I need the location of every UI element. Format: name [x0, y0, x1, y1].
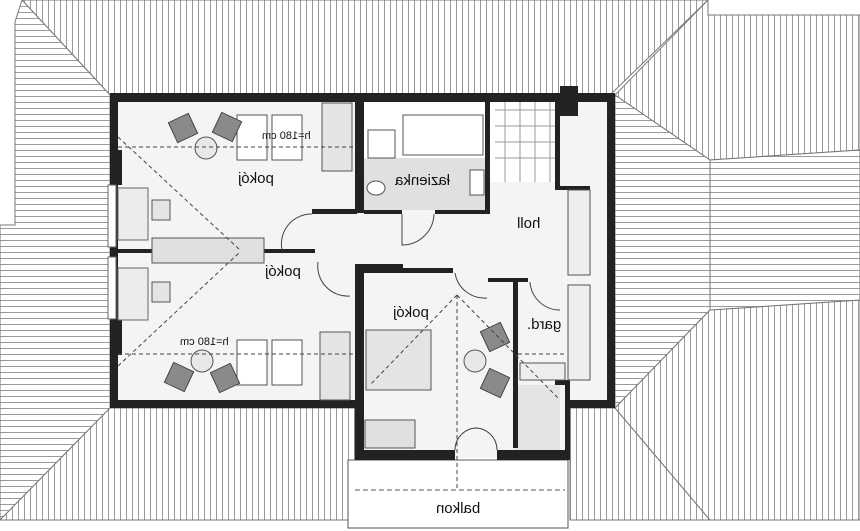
room-label-left-middle: pokój: [265, 263, 301, 280]
armchairs: [163, 111, 511, 399]
furniture: [151, 102, 591, 449]
roof-right-hip-right: [709, 149, 860, 311]
room-label-top-left: pokój: [238, 170, 274, 187]
windows: [107, 184, 149, 321]
roof-top-plane: [21, 0, 709, 96]
height-label-top: h=180 cm: [262, 130, 311, 142]
slope-lines: [117, 136, 565, 490]
room-label-wardrobe: gard.: [527, 316, 562, 333]
doors: [280, 213, 561, 451]
room-label-bathroom: łazienka: [395, 172, 451, 189]
stairs: [495, 100, 555, 182]
room-label-hall: holl: [517, 215, 541, 232]
height-label-bottom: h=180 cm: [180, 336, 229, 348]
room-label-center: pokój: [393, 304, 429, 321]
room-label-balcony: balkon: [436, 500, 481, 517]
